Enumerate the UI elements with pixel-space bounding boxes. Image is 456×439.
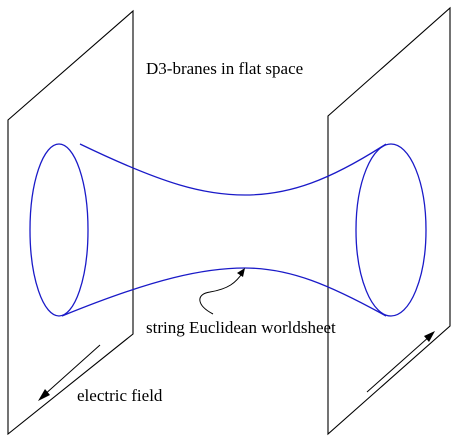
left-field-arrowhead <box>38 389 50 401</box>
worldsheet-label: string Euclidean worldsheet <box>146 318 336 337</box>
right-brane-plane <box>327 6 451 436</box>
left-boundary-ellipse <box>29 143 89 317</box>
right-boundary-ellipse <box>355 143 427 317</box>
left-field-arrow <box>42 344 101 397</box>
diagram-title: D3-branes in flat space <box>146 59 303 78</box>
right-field-arrow <box>366 335 431 393</box>
electric-field-label: electric field <box>77 386 163 405</box>
left-brane-plane <box>7 9 134 436</box>
worldsheet-upper-edge <box>79 143 387 196</box>
right-field-arrowhead <box>424 331 435 342</box>
worldsheet-pointer <box>199 271 244 315</box>
worldsheet-lower-edge <box>61 267 387 317</box>
worldsheet-pointer-arrowhead <box>237 268 245 277</box>
